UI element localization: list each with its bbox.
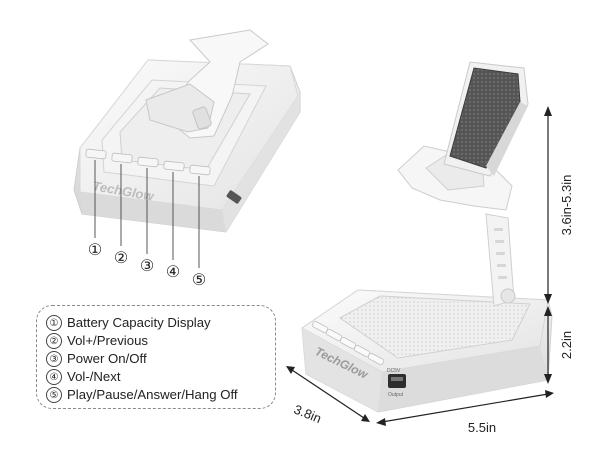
- legend-number: ④: [46, 369, 62, 385]
- legend-box: [36, 305, 276, 409]
- dimension-base-height: 2.2in: [559, 331, 574, 359]
- legend-list: ① Battery Capacity Display ② Vol+/Previous…: [46, 314, 238, 404]
- legend-text: Vol-/Next: [67, 369, 121, 384]
- legend-text: Power On/Off: [67, 351, 147, 366]
- dimension-width: 5.5in: [468, 420, 496, 435]
- legend-text: Vol+/Previous: [67, 333, 149, 348]
- callout-3: ③: [140, 258, 154, 275]
- legend-text: Play/Pause/Answer/Hang Off: [67, 387, 238, 402]
- legend-item: ② Vol+/Previous: [46, 332, 238, 350]
- legend-number: ①: [46, 315, 62, 331]
- dimension-stand-height: 3.6in-5.3in: [559, 175, 574, 236]
- button-row: [85, 148, 211, 176]
- callout-1: ①: [88, 242, 102, 259]
- dimension-lines: [286, 106, 554, 426]
- legend-text: Battery Capacity Display: [67, 315, 211, 330]
- legend-item: ④ Vol-/Next: [46, 368, 238, 386]
- extended-stand-view: TechGlow DC5V Output: [301, 61, 553, 413]
- callout-2: ②: [114, 250, 128, 267]
- callout-4: ④: [166, 264, 180, 281]
- callout-5: ⑤: [192, 272, 206, 289]
- port-label-dc5v: DC5V: [387, 368, 401, 374]
- legend-number: ③: [46, 351, 62, 367]
- legend-item: ① Battery Capacity Display: [46, 314, 238, 332]
- folded-device-top-view: TechGlow ① ② ③ ④ ⑤: [73, 29, 301, 289]
- legend-item: ⑤ Play/Pause/Answer/Hang Off: [46, 386, 238, 404]
- legend-number: ②: [46, 333, 62, 349]
- dimension-depth: 3.8in: [292, 402, 324, 426]
- legend-number: ⑤: [46, 387, 62, 403]
- legend-item: ③ Power On/Off: [46, 350, 238, 368]
- port-label-output: Output: [388, 392, 404, 398]
